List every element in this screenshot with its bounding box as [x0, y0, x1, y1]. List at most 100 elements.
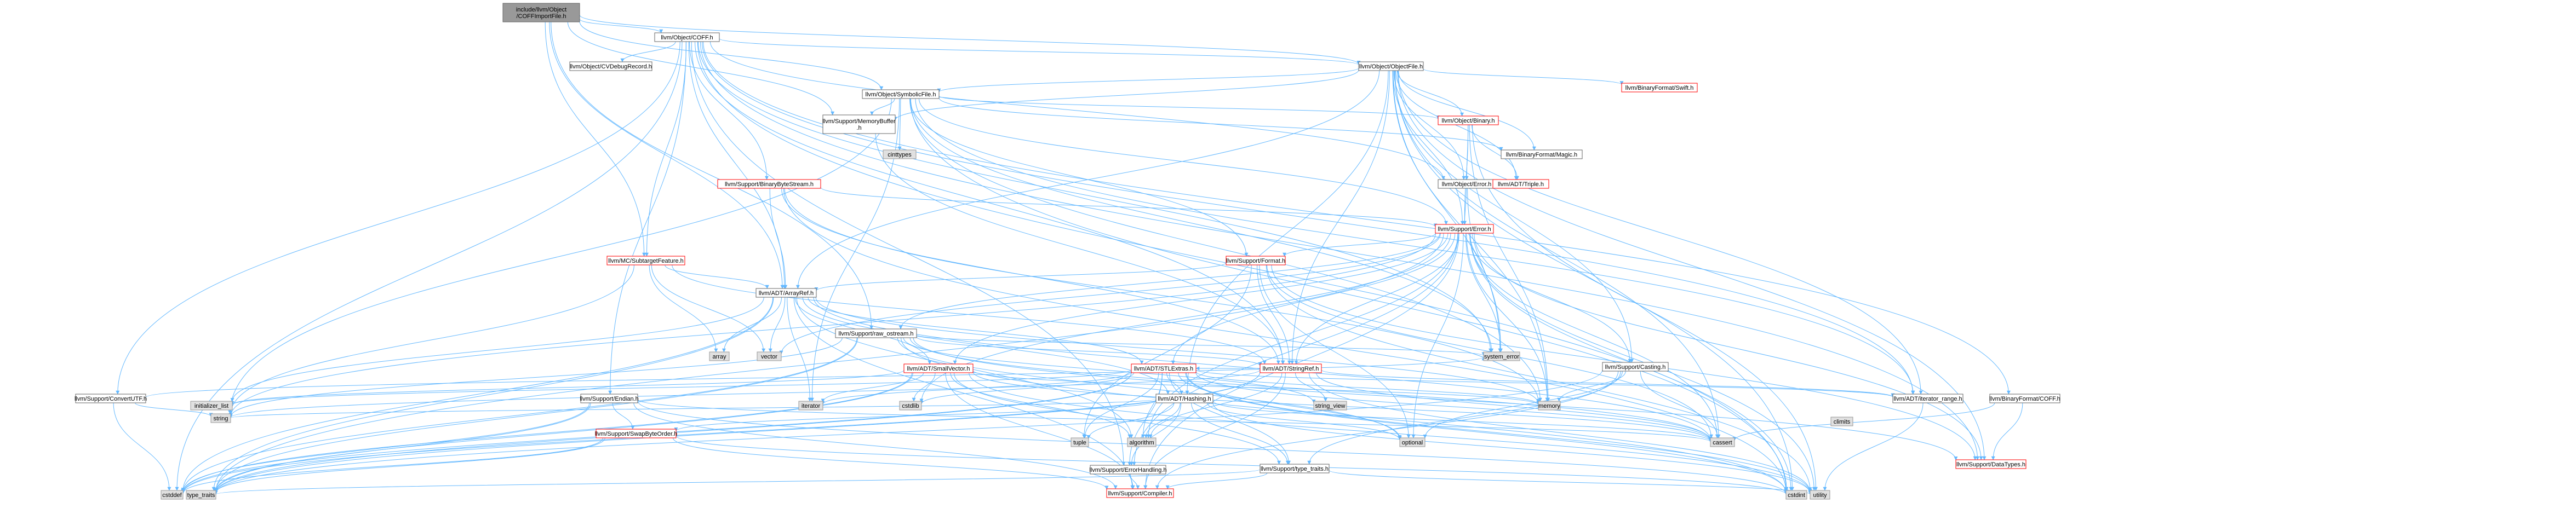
node-iterator[interactable]: iterator: [798, 401, 823, 411]
node-smallvector[interactable]: llvm/ADT/SmallVector.h: [903, 363, 974, 373]
node-casting[interactable]: llvm/Support/Casting.h: [1602, 362, 1669, 372]
node-endian[interactable]: llvm/Support/Endian.h: [580, 394, 639, 403]
node-systemerror[interactable]: system_error: [1483, 351, 1520, 361]
node-stringref[interactable]: llvm/ADT/StringRef.h: [1260, 363, 1322, 373]
node-supporterror[interactable]: llvm/Support/Error.h: [1435, 224, 1494, 234]
node-swapbyteorder[interactable]: llvm/Support/SwapByteOrder.h: [595, 429, 677, 438]
edge-convertutf-to-cstddef: [113, 402, 171, 491]
node-cstddef[interactable]: cstddef: [161, 490, 184, 500]
node-utility-box: [1810, 490, 1830, 500]
node-vector-label-0: vector: [761, 354, 777, 360]
edge-rawostream-to-typetraits: [214, 337, 858, 492]
node-binaryformatswift[interactable]: llvm/BinaryFormat/Swift.h: [1621, 83, 1698, 93]
edge-objectfile-to-datatypes: [1397, 70, 1987, 460]
edge-objectfile-to-casting: [1394, 70, 1634, 363]
edge-root-to-symbolicfile: [579, 21, 884, 90]
node-datatypes-box: [1955, 459, 2027, 469]
node-binaryformatcoff[interactable]: llvm/BinaryFormat/COFF.h: [1989, 394, 2060, 403]
edge-rawostream-to-datatypes: [913, 337, 1958, 461]
node-convertutf-box: [75, 394, 146, 403]
node-stlextras[interactable]: llvm/ADT/STLExtras.h: [1131, 363, 1197, 373]
node-string[interactable]: string: [210, 413, 231, 423]
node-convertutf[interactable]: llvm/Support/ConvertUTF.h: [75, 394, 147, 403]
node-optional[interactable]: optional: [1399, 437, 1426, 447]
node-objectfile-label-0: llvm/Object/ObjectFile.h: [1359, 63, 1423, 70]
edge-objectfile-to-memorybuffer: [893, 70, 1359, 121]
node-utility[interactable]: utility: [1810, 490, 1830, 500]
node-cstdlib-box: [899, 401, 922, 411]
edge-swapbyteorder-to-cstddef: [181, 437, 603, 494]
node-objectfile[interactable]: llvm/Object/ObjectFile.h: [1358, 61, 1424, 71]
node-arrayref[interactable]: llvm/ADT/ArrayRef.h: [755, 288, 817, 298]
node-typetraitsh-box: [1260, 464, 1330, 473]
node-objecterror[interactable]: llvm/Object/Error.h: [1438, 179, 1496, 189]
node-symbolicfile[interactable]: llvm/Object/SymbolicFile.h: [862, 89, 940, 99]
edge-coff-to-cstdint: [697, 41, 1788, 491]
node-stringref-label-0: llvm/ADT/StringRef.h: [1263, 366, 1319, 372]
edge-binarybytestream-to-supporterror: [820, 187, 1438, 228]
edge-convertutf-to-systemerror: [145, 356, 1486, 398]
node-binarybytestream-box: [717, 179, 821, 189]
node-format[interactable]: llvm/Support/Format.h: [1226, 256, 1286, 265]
node-errorhandling[interactable]: llvm/Support/ErrorHandling.h: [1089, 465, 1167, 475]
node-objectbinary[interactable]: llvm/Object/Binary.h: [1438, 115, 1499, 125]
edge-rawostream-to-cstddef: [181, 337, 857, 493]
node-array[interactable]: array: [709, 351, 730, 361]
node-typetraits[interactable]: type_traits: [186, 490, 216, 500]
node-endian-box: [580, 394, 638, 403]
edge-arrayref-to-typetraits: [211, 297, 774, 491]
node-datatypes[interactable]: llvm/Support/DataTypes.h: [1955, 459, 2027, 469]
edge-supporterror-to-casting: [1469, 233, 1632, 363]
edge-hashing-to-utility: [1212, 402, 1812, 494]
edge-hashing-to-string: [229, 398, 1157, 419]
edge-hashing-to-swapbyteorder: [674, 400, 1157, 432]
node-root[interactable]: include/llvm/Object/COFFImportFile.h: [502, 3, 580, 22]
edge-coff-to-systemerror: [697, 41, 1493, 353]
node-rawostream[interactable]: llvm/Support/raw_ostream.h: [835, 328, 917, 338]
node-typetraitsh[interactable]: llvm/Support/type_traits.h: [1260, 464, 1330, 473]
node-stringview[interactable]: string_view: [1313, 401, 1347, 411]
node-subtarget[interactable]: llvm/MC/SubtargetFeature.h: [606, 256, 685, 265]
node-tuple[interactable]: tuple: [1071, 437, 1089, 447]
edge-casting-to-typetraitsh: [1307, 371, 1621, 465]
node-cassert[interactable]: cassert: [1710, 437, 1735, 447]
edge-rawostream-to-stringref: [916, 336, 1262, 366]
node-memory[interactable]: memory: [1538, 401, 1561, 411]
node-compiler[interactable]: llvm/Support/Compiler.h: [1106, 488, 1174, 498]
node-algorithm[interactable]: algorithm: [1127, 437, 1157, 447]
node-optional-box: [1399, 437, 1426, 447]
edge-stlextras-to-cstdint: [1185, 372, 1788, 493]
node-cstdlib[interactable]: cstdlib: [899, 401, 922, 411]
node-coff[interactable]: llvm/Object/COFF.h: [654, 32, 720, 42]
edge-symbolicfile-to-systemerror: [910, 98, 1494, 353]
node-cstdint[interactable]: cstdint: [1785, 490, 1807, 500]
edge-hashing-to-algorithm: [1144, 402, 1181, 438]
node-iteratorrange[interactable]: llvm/ADT/iterator_range.h: [1892, 394, 1964, 403]
edge-stringref-to-algorithm: [1148, 372, 1283, 438]
node-magic-label-0: llvm/BinaryFormat/Magic.h: [1506, 152, 1577, 158]
node-string-box: [210, 413, 231, 423]
edge-coff-to-cstddef: [175, 41, 683, 491]
edge-coff-to-subtarget: [644, 41, 687, 257]
node-magic[interactable]: llvm/BinaryFormat/Magic.h: [1501, 149, 1583, 159]
node-typetraits-box: [186, 490, 216, 500]
node-cinttypes[interactable]: cinttypes: [883, 149, 917, 159]
node-binaryformatswift-box: [1621, 83, 1698, 93]
edge-format-to-tuple: [1082, 264, 1252, 438]
edge-coff-to-convertutf: [116, 41, 680, 395]
node-hashing[interactable]: llvm/ADT/Hashing.h: [1155, 394, 1213, 403]
node-climits[interactable]: climits: [1830, 417, 1853, 426]
node-memorybuffer[interactable]: llvm/Support/MemoryBuffer.h: [822, 114, 896, 134]
node-binarybytestream[interactable]: llvm/Support/BinaryByteStream.h: [717, 179, 821, 189]
node-symbolicfile-label-0: llvm/Object/SymbolicFile.h: [866, 91, 936, 98]
node-triple[interactable]: llvm/ADT/Triple.h: [1492, 179, 1549, 189]
edge-symbolicfile-to-supporterror: [918, 98, 1448, 225]
edge-endian-to-typetraits: [214, 402, 591, 492]
edge-supporterror-to-compiler: [1143, 233, 1459, 489]
node-cvdebug[interactable]: llvm/Object/CVDebugRecord.h: [569, 61, 652, 71]
node-vector[interactable]: vector: [757, 351, 782, 361]
node-iterator-label-0: iterator: [802, 403, 821, 409]
node-supporterror-label-0: llvm/Support/Error.h: [1438, 226, 1491, 233]
node-symbolicfile-box: [862, 89, 940, 99]
node-initlist[interactable]: initializer_list: [190, 401, 233, 411]
